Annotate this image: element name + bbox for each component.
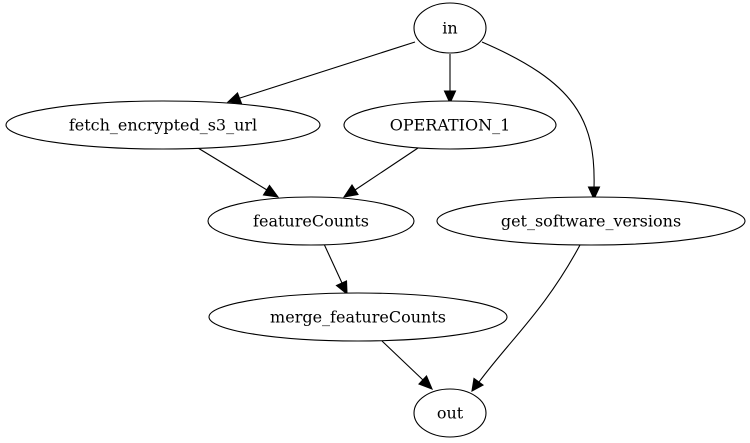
edge-in-to-get_software_versions [481, 41, 601, 201]
edge-merge_featureCounts-to-out [381, 340, 434, 390]
node-OPERATION_1: OPERATION_1 [343, 100, 557, 150]
edge-OPERATION_1-to-featureCounts [342, 147, 419, 198]
edge-in-to-OPERATION_1 [443, 54, 457, 105]
node-label-get_software_versions: get_software_versions [501, 212, 681, 231]
node-get_software_versions: get_software_versions [436, 196, 746, 246]
edge-get_software_versions-to-out [471, 244, 581, 393]
edge-in-to-fetch_encrypted_s3_url [226, 41, 416, 105]
node-in: in [413, 2, 487, 54]
node-label-fetch_encrypted_s3_url: fetch_encrypted_s3_url [69, 116, 257, 135]
node-featureCounts: featureCounts [207, 196, 415, 246]
node-label-out: out [437, 404, 464, 423]
node-layer: in fetch_encrypted_s3_url OPERATION_1 fe… [5, 2, 746, 438]
node-fetch_encrypted_s3_url: fetch_encrypted_s3_url [5, 100, 321, 150]
edge-layer [197, 41, 601, 393]
node-label-in: in [442, 19, 457, 38]
edge-fetch_encrypted_s3_url-to-featureCounts [197, 147, 280, 198]
node-label-OPERATION_1: OPERATION_1 [390, 116, 511, 135]
node-out: out [413, 388, 487, 438]
node-merge_featureCounts: merge_featureCounts [208, 292, 508, 342]
edge-featureCounts-to-merge_featureCounts [323, 243, 348, 296]
node-label-featureCounts: featureCounts [253, 212, 369, 231]
node-label-merge_featureCounts: merge_featureCounts [270, 308, 446, 327]
